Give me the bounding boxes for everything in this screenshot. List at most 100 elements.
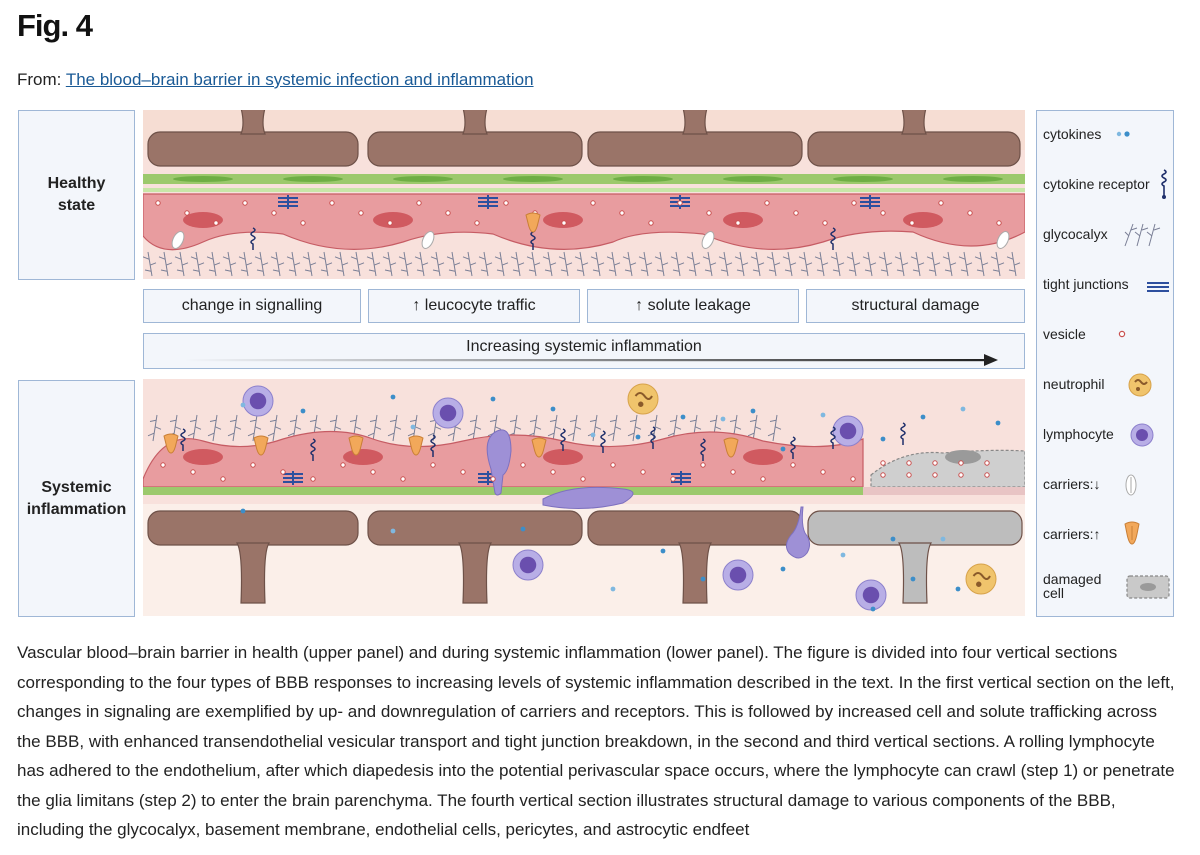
glycocalyx-tuft	[782, 251, 797, 277]
lymphocyte-icon	[832, 415, 864, 447]
section-solute-leakage: ↑ solute leakage	[587, 289, 799, 323]
penetrating-lymphocyte	[785, 506, 811, 559]
glycocalyx-tuft	[607, 414, 622, 442]
cytokine-receptor-icon	[310, 438, 316, 461]
basement-membrane-inflamed	[143, 486, 1025, 510]
glycocalyx-tuft	[254, 251, 269, 277]
astrocytic-endfoot	[147, 110, 359, 167]
carrier-down-icon	[421, 231, 435, 249]
carrier-up-icon	[531, 437, 547, 458]
cytokine-icon	[940, 536, 946, 542]
vesicle-icon	[310, 476, 316, 482]
vesicle-icon	[932, 472, 938, 478]
legend-neutrophil: neutrophil	[1043, 364, 1173, 404]
cytokine-icon	[520, 526, 526, 532]
vesicle-icon	[677, 200, 683, 206]
carrier-up-icon	[525, 212, 541, 233]
glycocalyx-tuft	[174, 251, 189, 277]
cytokine-receptor-icon	[650, 426, 656, 449]
vesicle-icon	[155, 200, 161, 206]
section-leucocyte-traffic: ↑ leucocyte traffic	[368, 289, 580, 323]
vesicle-icon	[730, 469, 736, 475]
vesicle-icon	[958, 472, 964, 478]
vesicle-icon	[561, 220, 567, 226]
glycocalyx-tuft	[267, 414, 282, 442]
glycocalyx-tuft	[686, 251, 701, 277]
glycocalyx-tuft	[158, 251, 173, 277]
vesicle-icon	[329, 200, 335, 206]
cytokine-icon	[390, 528, 396, 534]
vesicle-icon	[790, 462, 796, 468]
section-signalling: change in signalling	[143, 289, 361, 323]
glycocalyx-tuft	[814, 251, 829, 277]
gradient-arrow	[184, 354, 998, 366]
vesicle-icon	[706, 210, 712, 216]
vesicle-icon	[880, 210, 886, 216]
glycocalyx-tuft	[942, 251, 957, 277]
healthy-bbb-diagram	[143, 110, 1025, 279]
cytokine-icon	[680, 414, 686, 420]
glycocalyx-tuft	[222, 251, 237, 277]
figure-title: Fig. 4	[17, 8, 93, 43]
astrocytic-endfeet-row-inflamed	[147, 510, 1023, 604]
vesicle-icon	[474, 220, 480, 226]
glycocalyx-tuft	[247, 414, 262, 442]
cytokine-icon	[550, 406, 556, 412]
tight-junction-icon	[478, 471, 498, 485]
astrocytic-endfoot	[807, 110, 1021, 167]
vesicle-icon	[764, 200, 770, 206]
astrocytic-endfoot	[587, 510, 803, 604]
legend-glycocalyx-label: glycocalyx	[1043, 226, 1108, 242]
glycocalyx-tuft	[487, 414, 502, 442]
glycocalyx-tuft	[302, 251, 317, 277]
glycocalyx-tuft	[878, 251, 893, 277]
inflamed-markers	[160, 383, 1001, 612]
cytokine-icon	[995, 420, 1001, 426]
endothelial-nucleus	[543, 212, 583, 228]
legend-cytokines-label: cytokines	[1043, 126, 1102, 142]
vesicle-icon	[340, 462, 346, 468]
vesicle-icon	[984, 460, 990, 466]
glycocalyx-tuft	[574, 251, 589, 277]
vesicle-icon	[250, 462, 256, 468]
glycocalyx-tuft	[190, 251, 205, 277]
glycocalyx-tuft	[974, 251, 989, 277]
glycocalyx-tuft	[622, 251, 637, 277]
glycocalyx-tuft	[567, 414, 582, 442]
cytokine-receptor-icon	[790, 436, 796, 459]
pericyte-nucleus	[503, 176, 563, 182]
damaged-nucleus	[945, 450, 981, 464]
cytokine-receptor-icon	[250, 227, 256, 250]
vesicle-icon	[958, 460, 964, 466]
cytokine-icon	[490, 396, 496, 402]
glycocalyx-tuft	[467, 414, 482, 442]
section-leucocyte-label: ↑ leucocyte traffic	[412, 297, 536, 314]
source-article-link[interactable]: The blood–brain barrier in systemic infe…	[65, 70, 534, 89]
vesicle-icon	[358, 210, 364, 216]
carrier-down-icon	[1125, 474, 1137, 496]
vesicle-icon	[490, 476, 496, 482]
pericyte-nucleus	[833, 176, 893, 182]
glycocalyx-tuft	[427, 414, 442, 442]
section-signalling-label: change in signalling	[181, 297, 323, 314]
vesicle-icon	[184, 210, 190, 216]
legend-tight-junctions: tight junctions	[1043, 264, 1173, 304]
glycocalyx-tuft	[367, 414, 382, 442]
vesicle-icon	[619, 210, 625, 216]
vesicle-icon	[640, 469, 646, 475]
legend-damaged-label: damaged cell	[1043, 571, 1102, 601]
basement-membrane-inner	[143, 188, 1025, 192]
glycocalyx-layer	[143, 251, 1021, 277]
pericyte-nucleus	[723, 176, 783, 182]
legend-carriers-down: carriers:↓	[1043, 464, 1173, 504]
glycocalyx-tuft	[350, 251, 365, 277]
cytokine-icon	[955, 586, 961, 592]
vesicle-icon	[984, 472, 990, 478]
endothelial-nucleus	[743, 449, 783, 465]
glycocalyx-tuft	[334, 251, 349, 277]
cytokine-icon	[660, 548, 666, 554]
glycocalyx-tuft	[734, 251, 749, 277]
carrier-up-icon	[408, 435, 424, 456]
legend-vesicle-label: vesicle	[1043, 326, 1086, 342]
tight-junction-icon	[278, 195, 298, 209]
